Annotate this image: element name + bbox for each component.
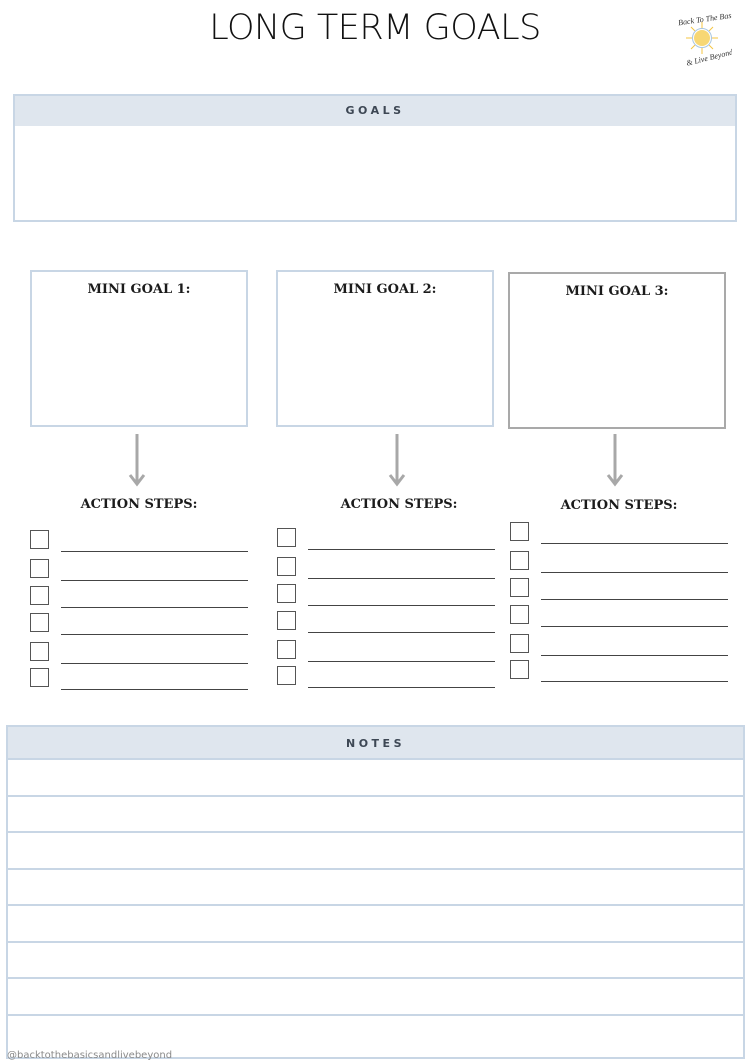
step-line[interactable] (308, 661, 495, 662)
step-checkbox[interactable] (277, 611, 296, 630)
step-line[interactable] (61, 634, 248, 635)
action-step (510, 660, 728, 682)
step-checkbox[interactable] (30, 642, 49, 661)
action-step (510, 551, 728, 573)
action-steps-label-3: ACTION STEPS: (560, 498, 678, 513)
action-step (277, 666, 495, 688)
step-line[interactable] (61, 607, 248, 608)
step-checkbox[interactable] (277, 557, 296, 576)
step-checkbox[interactable] (277, 640, 296, 659)
sun-icon: Back To The Basics & Live Beyond (678, 10, 741, 68)
step-checkbox[interactable] (277, 666, 296, 685)
action-step (277, 557, 495, 579)
mini-goal-1-box[interactable]: MINI GOAL 1: (30, 270, 248, 427)
action-step (277, 528, 495, 550)
action-step (510, 634, 728, 656)
step-checkbox[interactable] (510, 634, 529, 653)
step-line[interactable] (541, 655, 728, 656)
goals-header: GOALS (15, 96, 735, 126)
notes-line[interactable] (8, 870, 743, 906)
step-line[interactable] (61, 689, 248, 690)
step-line[interactable] (541, 572, 728, 573)
page-title: LONG TERM GOALS (209, 8, 541, 48)
step-checkbox[interactable] (277, 584, 296, 603)
action-step (510, 522, 728, 544)
action-step (510, 578, 728, 600)
step-checkbox[interactable] (510, 578, 529, 597)
action-step (510, 605, 728, 627)
step-checkbox[interactable] (277, 528, 296, 547)
goals-writing-area[interactable] (15, 126, 735, 220)
notes-panel: NOTES (6, 725, 745, 1059)
mini-goal-3-label: MINI GOAL 3: (565, 284, 669, 299)
action-steps-label-2: ACTION STEPS: (340, 497, 458, 512)
step-line[interactable] (308, 632, 495, 633)
step-line[interactable] (541, 681, 728, 682)
action-step (30, 642, 248, 664)
brand-logo: Back To The Basics & Live Beyond (672, 10, 741, 68)
arrow-down-icon (606, 434, 624, 487)
notes-line[interactable] (8, 760, 743, 797)
step-line[interactable] (308, 578, 495, 579)
step-checkbox[interactable] (30, 613, 49, 632)
notes-line[interactable] (8, 906, 743, 943)
goals-panel: GOALS (13, 94, 737, 222)
notes-header: NOTES (8, 727, 743, 760)
logo-text-top: Back To The Basics (678, 10, 732, 27)
step-checkbox[interactable] (510, 522, 529, 541)
step-line[interactable] (61, 551, 248, 552)
step-line[interactable] (308, 549, 495, 550)
step-checkbox[interactable] (510, 551, 529, 570)
action-step (277, 640, 495, 662)
step-checkbox[interactable] (510, 660, 529, 679)
step-line[interactable] (541, 626, 728, 627)
arrow-down-icon (128, 434, 146, 487)
step-checkbox[interactable] (30, 586, 49, 605)
step-checkbox[interactable] (30, 559, 49, 578)
mini-goal-2-box[interactable]: MINI GOAL 2: (276, 270, 494, 427)
notes-line[interactable] (8, 1016, 743, 1053)
action-step (30, 530, 248, 552)
step-checkbox[interactable] (510, 605, 529, 624)
mini-goal-1-label: MINI GOAL 1: (87, 282, 191, 297)
step-checkbox[interactable] (30, 668, 49, 687)
step-line[interactable] (308, 605, 495, 606)
mini-goal-2-label: MINI GOAL 2: (333, 282, 437, 297)
step-line[interactable] (541, 543, 728, 544)
notes-line[interactable] (8, 979, 743, 1016)
action-steps-label-1: ACTION STEPS: (80, 497, 198, 512)
action-step (277, 584, 495, 606)
mini-goal-3-box[interactable]: MINI GOAL 3: (508, 272, 726, 429)
step-line[interactable] (308, 687, 495, 688)
action-step (30, 613, 248, 635)
footer-handle: @backtothebasicsandlivebeyond (7, 1050, 173, 1061)
step-line[interactable] (61, 663, 248, 664)
action-step (30, 668, 248, 690)
action-step (277, 611, 495, 633)
notes-line[interactable] (8, 943, 743, 979)
action-step (30, 586, 248, 608)
notes-line[interactable] (8, 833, 743, 870)
step-line[interactable] (61, 580, 248, 581)
notes-line[interactable] (8, 797, 743, 833)
action-step (30, 559, 248, 581)
logo-text-bottom: & Live Beyond (685, 47, 732, 66)
step-checkbox[interactable] (30, 530, 49, 549)
step-line[interactable] (541, 599, 728, 600)
arrow-down-icon (388, 434, 406, 487)
